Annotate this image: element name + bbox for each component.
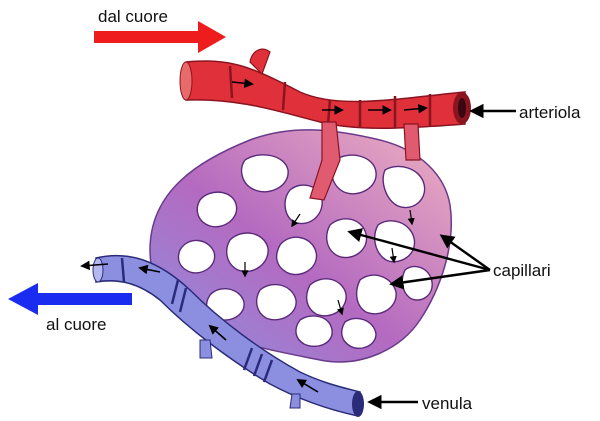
capillary-pointer-3 (442, 236, 490, 270)
arteriole-label: arteriola (519, 103, 581, 122)
arteriole-vessel (180, 49, 471, 128)
venule-label: venula (422, 394, 473, 413)
capillaries-label: capillari (493, 261, 551, 280)
to-heart-arrow (8, 283, 132, 315)
to-heart-label: al cuore (46, 315, 106, 334)
from-heart-label: dal cuore (98, 7, 168, 26)
